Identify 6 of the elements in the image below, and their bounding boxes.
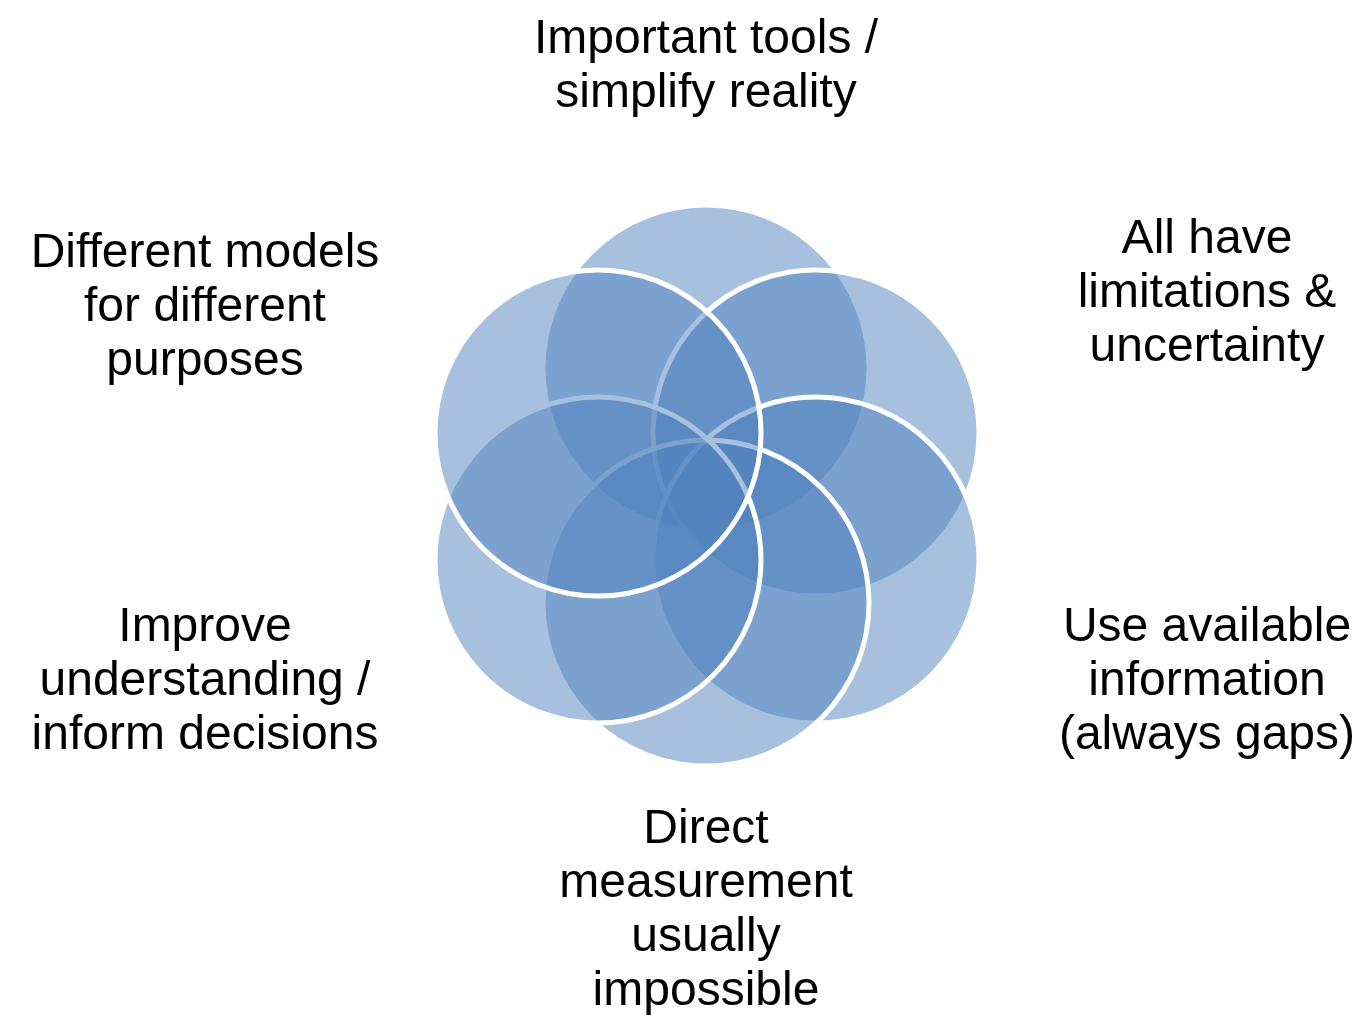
circle-caption: Important tools / simplify reality [532,10,880,118]
circle-caption: Use available information (always gaps) [1057,598,1357,760]
circle-caption: Different models for different purposes [29,224,381,386]
circle-caption: Improve understanding / inform decisions [30,598,380,760]
circle-caption: Direct measurement usually impossible [558,800,854,1016]
circle-caption: All have limitations & uncertainty [1076,210,1338,372]
